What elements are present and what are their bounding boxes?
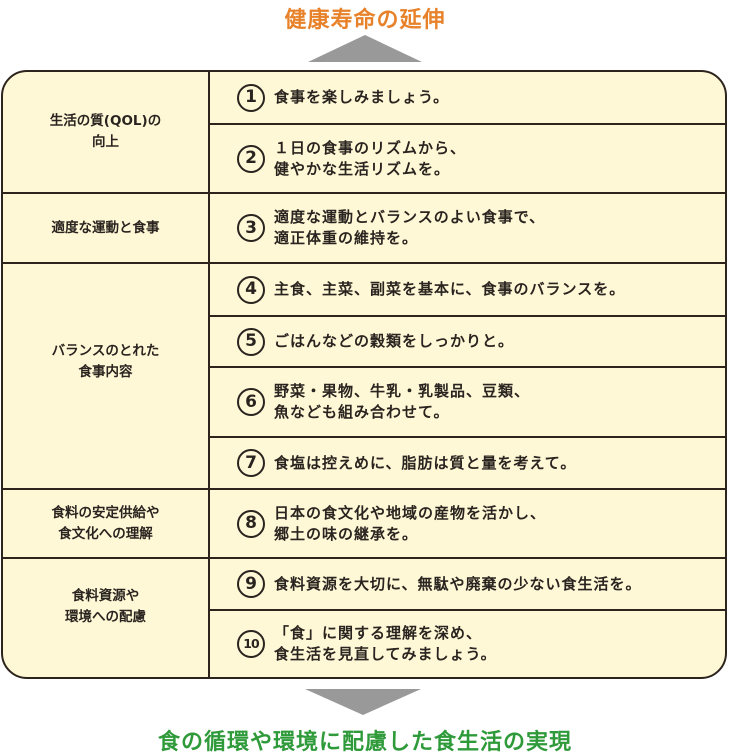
guideline-text: 食料資源を大切に、無駄や廃棄の少ない食生活を。 — [274, 574, 642, 593]
guideline-item-4: 4 主食、主菜、副菜を基本に、食事のバランスを。 — [210, 264, 725, 315]
guideline-text: 適度な運動とバランスのよい食事で、 適正体重の維持を。 — [274, 208, 546, 247]
guideline-item-1: 1 食事を楽しみましょう。 — [210, 72, 725, 123]
circled-number-4: 4 — [234, 273, 268, 307]
category-exercise-and-diet: 適度な運動と食事 — [51, 219, 160, 236]
category-resources-environment: 食料資源や 環境への配慮 — [65, 588, 146, 625]
row-divider — [3, 192, 725, 194]
guideline-item-7: 7 食塩は控えめに、脂肪は質と量を考えて。 — [210, 438, 725, 488]
row-divider — [208, 609, 725, 611]
guideline-item-8: 8 日本の食文化や地域の産物を活かし、 郷土の味の継承を。 — [210, 490, 725, 557]
guideline-item-2: 2 １日の食事のリズムから、 健やかな生活リズムを。 — [210, 125, 725, 192]
row-divider — [208, 366, 725, 368]
row-divider — [208, 123, 725, 125]
guideline-text: 野菜・果物、牛乳・乳製品、豆類、 魚なども組み合わせて。 — [274, 382, 531, 421]
circled-number-6: 6 — [234, 385, 268, 419]
guideline-text: 食事を楽しみましょう。 — [274, 88, 450, 106]
category-quality-of-life: 生活の質(QOL)の 向上 — [49, 113, 162, 150]
row-divider — [3, 557, 725, 559]
circled-number-1: 1 — [234, 81, 268, 115]
circled-number-10: 10 — [234, 627, 268, 661]
guideline-text: １日の食事のリズムから、 健やかな生活リズムを。 — [274, 138, 467, 178]
row-divider — [208, 436, 725, 438]
guideline-text: ごはんなどの穀類をしっかりと。 — [274, 332, 515, 350]
circled-number-8: 8 — [234, 507, 268, 541]
guideline-item-3: 3 適度な運動とバランスのよい食事で、 適正体重の維持を。 — [210, 194, 725, 262]
category-balanced-diet: バランスのとれた 食事内容 — [51, 343, 160, 380]
guideline-item-5: 5 ごはんなどの穀類をしっかりと。 — [210, 317, 725, 366]
arrow-down-icon — [305, 689, 421, 715]
guideline-item-10: 10 「食」に関する理解を深め、 食生活を見直してみましょう。 — [210, 611, 725, 677]
circled-number-3: 3 — [234, 211, 268, 245]
circled-number-2: 2 — [234, 142, 268, 176]
guideline-text: 日本の食文化や地域の産物を活かし、 郷土の味の継承を。 — [274, 503, 547, 543]
arrow-up-icon — [308, 35, 422, 62]
row-divider — [3, 488, 725, 490]
guideline-text: 食塩は控えめに、脂肪は質と量を考えて。 — [274, 453, 577, 472]
row-divider — [3, 262, 725, 264]
row-divider — [208, 315, 725, 317]
guideline-text: 「食」に関する理解を深め、 食生活を見直してみましょう。 — [274, 624, 497, 663]
circled-number-5: 5 — [234, 325, 268, 359]
circled-number-9: 9 — [234, 567, 268, 601]
goal-title-healthy-life-expectancy: 健康寿命の延伸 — [284, 8, 446, 33]
guidelines-table: 生活の質(QOL)の 向上 適度な運動と食事 バランスのとれた 食事内容 食料の… — [1, 70, 727, 679]
category-food-supply-culture: 食料の安定供給や 食文化への理解 — [51, 504, 160, 542]
column-divider — [208, 72, 210, 677]
guideline-item-6: 6 野菜・果物、牛乳・乳製品、豆類、 魚なども組み合わせて。 — [210, 368, 725, 436]
goal-title-sustainable-diet: 食の循環や環境に配慮した食生活の実現 — [157, 730, 572, 755]
circled-number-7: 7 — [234, 446, 268, 480]
guideline-text: 主食、主菜、副菜を基本に、食事のバランスを。 — [274, 280, 626, 298]
guideline-item-9: 9 食料資源を大切に、無駄や廃棄の少ない食生活を。 — [210, 559, 725, 609]
